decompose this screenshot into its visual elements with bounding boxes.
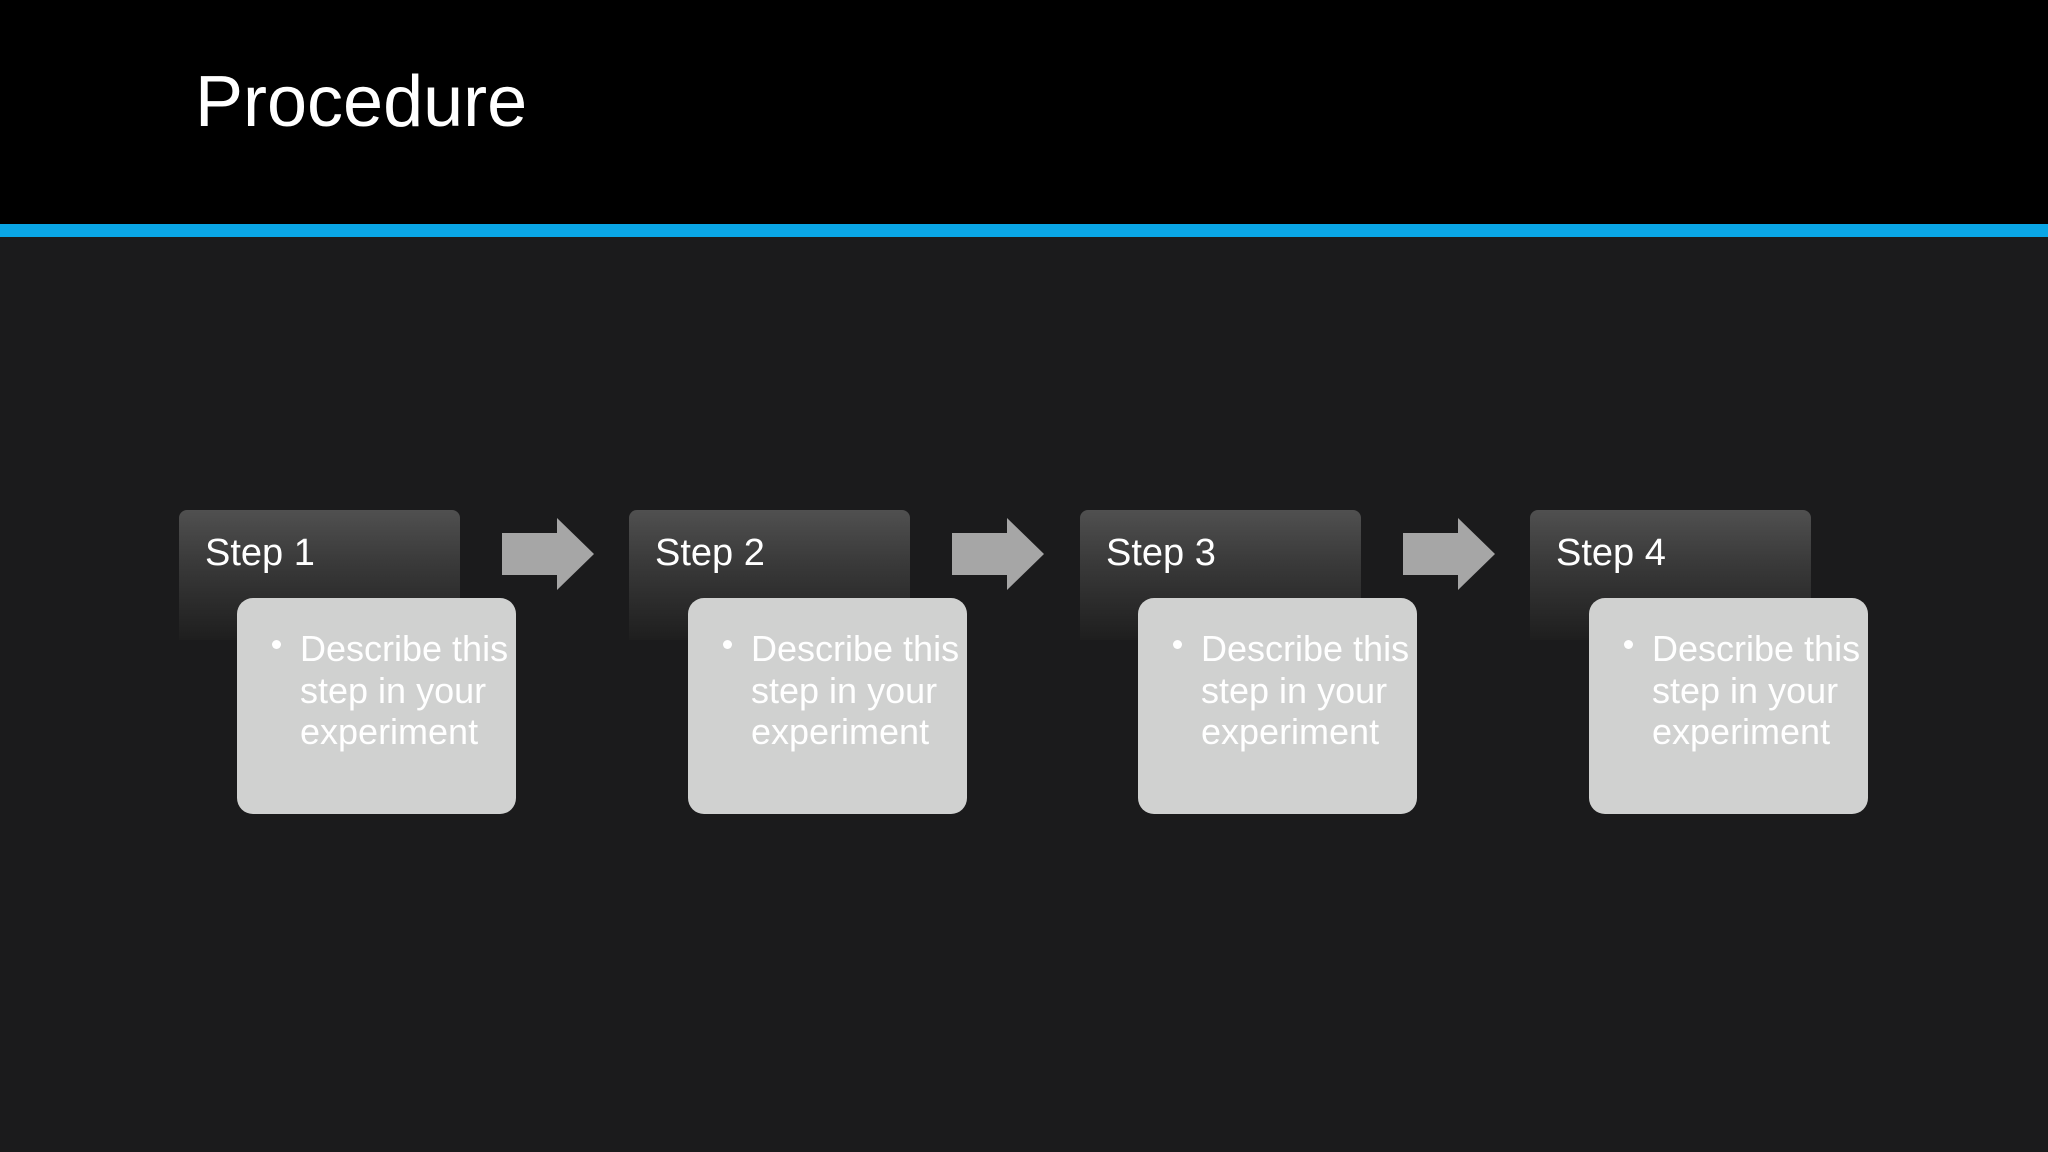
step-3-description: Describe this step in your experiment [1201, 628, 1410, 752]
step-4-card[interactable]: Describe this step in your experiment [1589, 598, 1868, 814]
step-2-label: Step 2 [655, 532, 765, 574]
step-2-card[interactable]: Describe this step in your experiment [688, 598, 967, 814]
step-4-label: Step 4 [1556, 532, 1666, 574]
step-3-card[interactable]: Describe this step in your experiment [1138, 598, 1417, 814]
right-arrow-icon [1403, 518, 1495, 590]
step-3-label: Step 3 [1106, 532, 1216, 574]
bullet-icon [723, 640, 732, 649]
step-1-label: Step 1 [205, 532, 315, 574]
right-arrow-icon [502, 518, 594, 590]
slide-title[interactable]: Procedure [195, 62, 528, 142]
step-2-description: Describe this step in your experiment [751, 628, 960, 752]
step-1-card[interactable]: Describe this step in your experiment [237, 598, 516, 814]
bullet-icon [272, 640, 281, 649]
bullet-icon [1624, 640, 1633, 649]
right-arrow-icon [952, 518, 1044, 590]
header: Procedure [0, 0, 2048, 224]
bullet-icon [1173, 640, 1182, 649]
accent-bar [0, 224, 2048, 237]
step-1-description: Describe this step in your experiment [300, 628, 509, 752]
step-4-description: Describe this step in your experiment [1652, 628, 1861, 752]
